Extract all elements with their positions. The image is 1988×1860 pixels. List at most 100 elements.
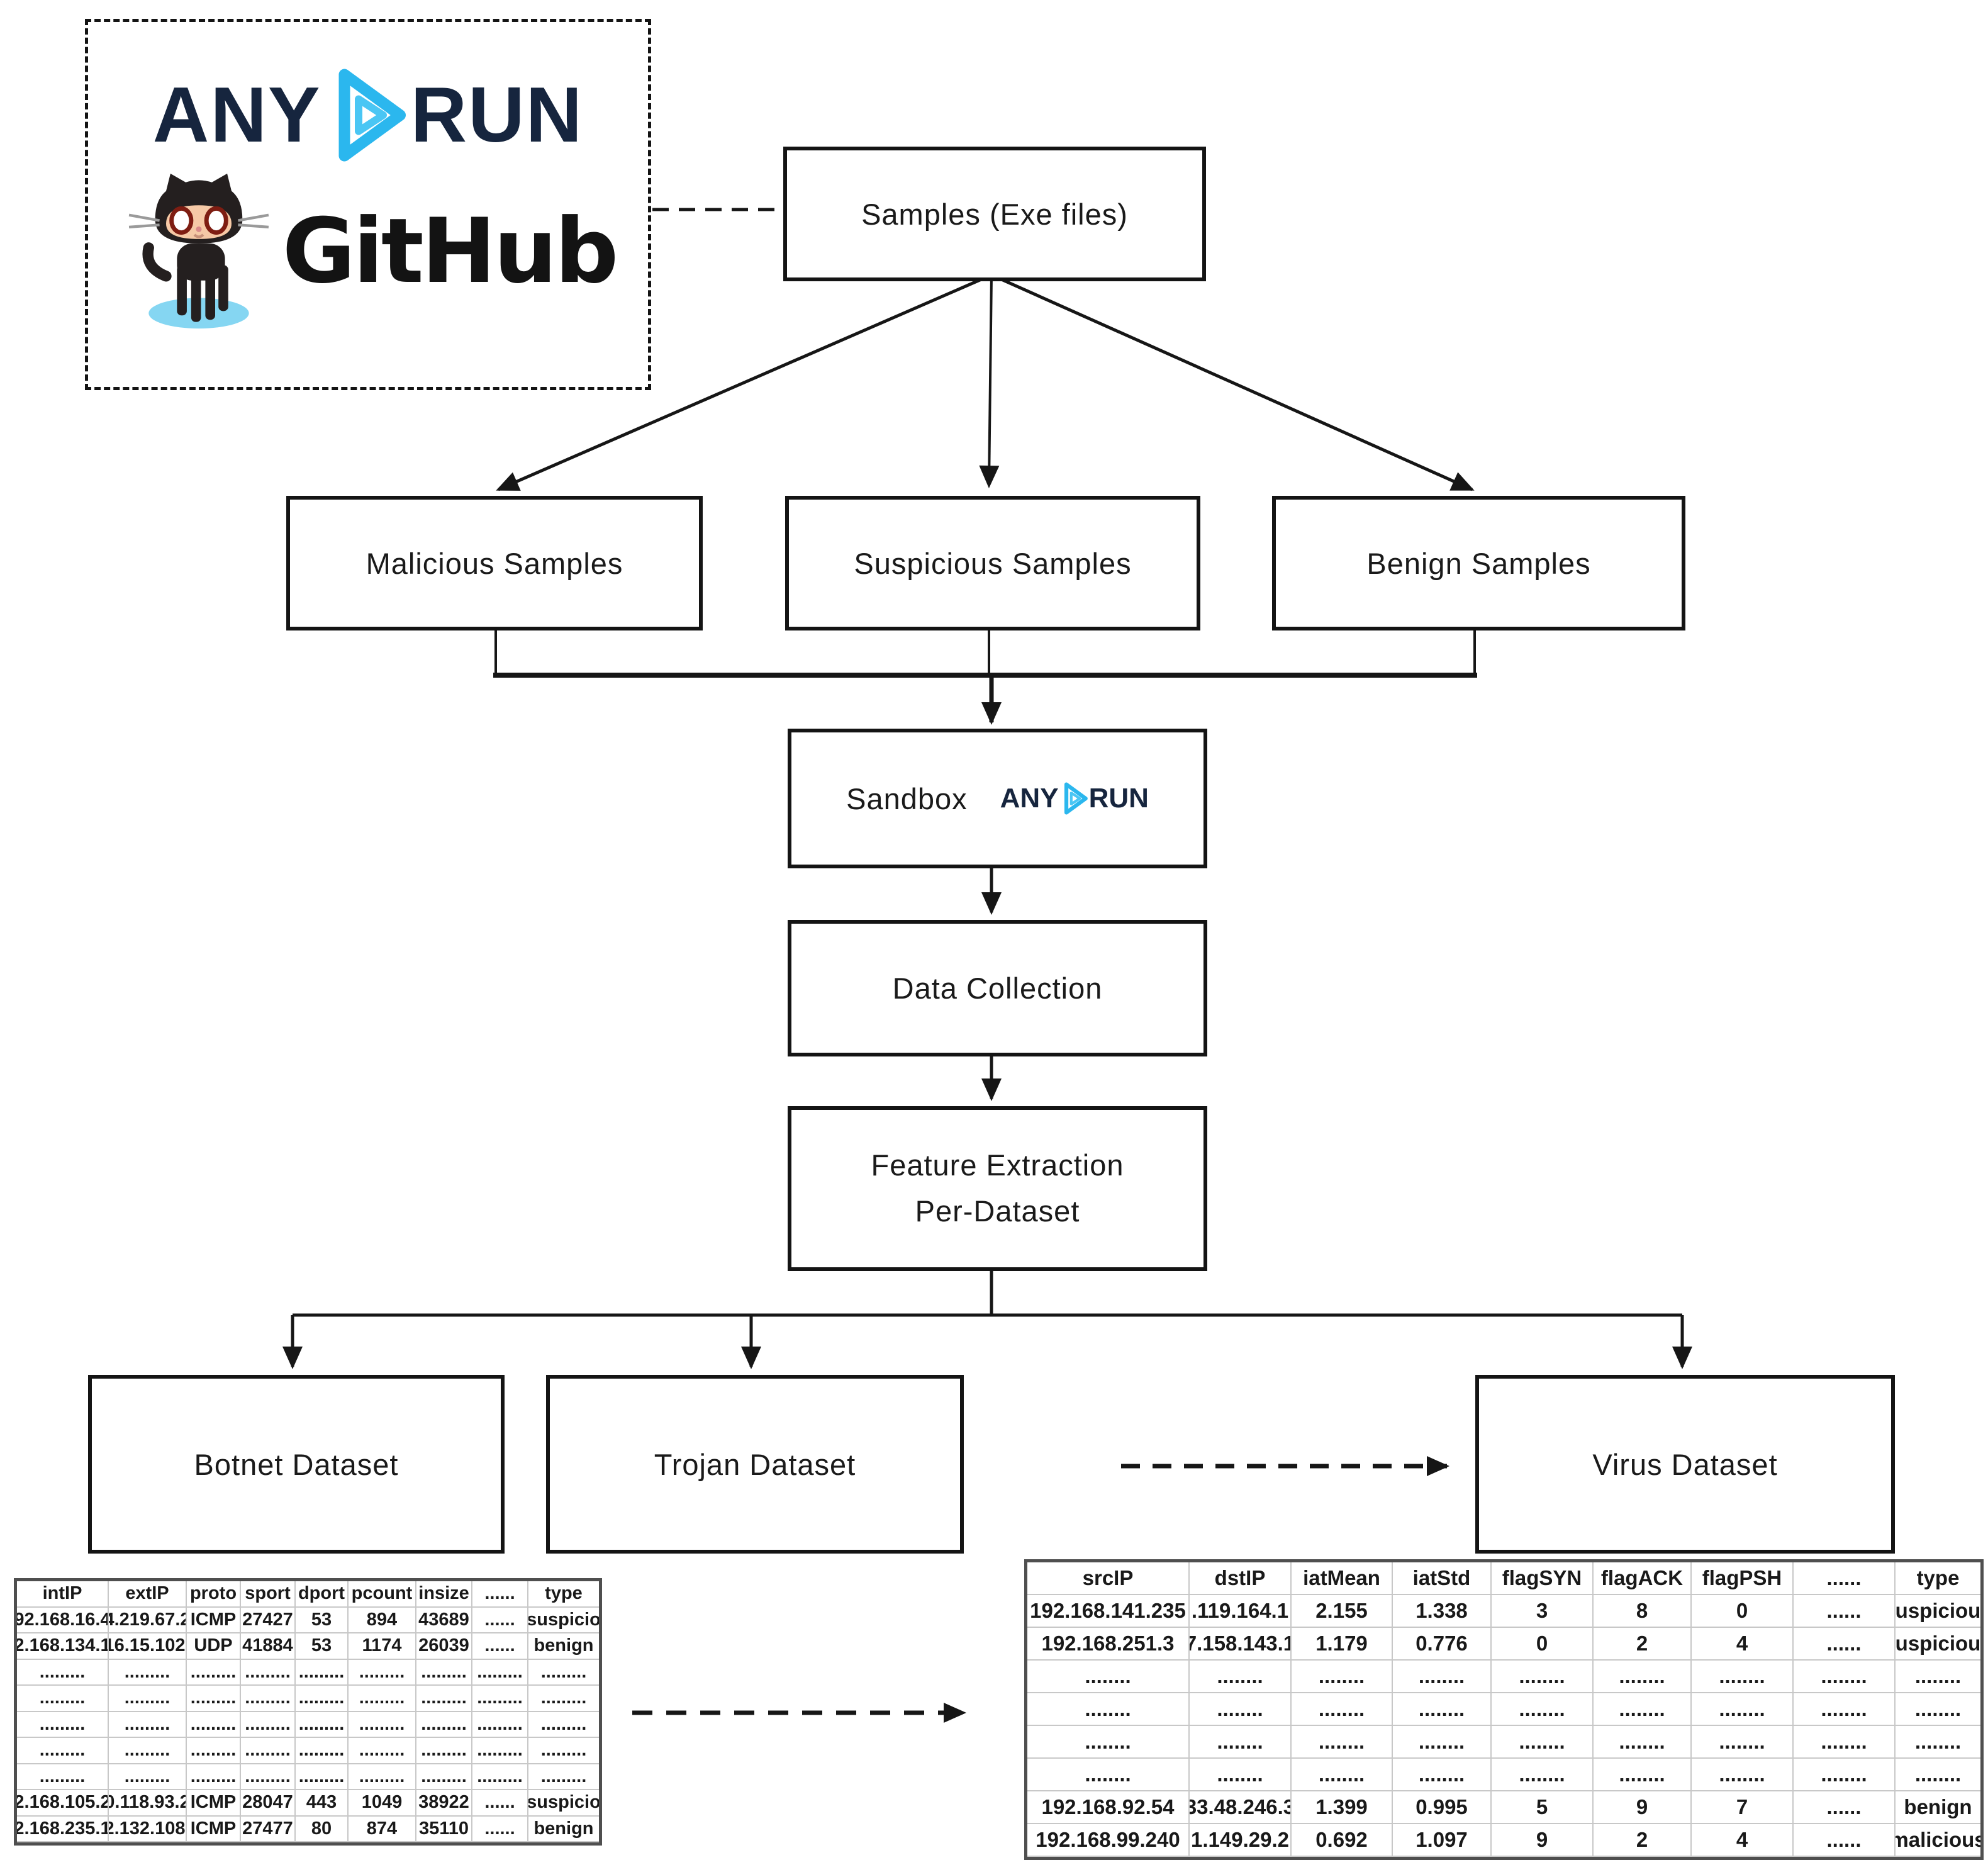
table-cell: ......... [472, 1659, 528, 1686]
table-cell: ...... [1794, 1595, 1896, 1628]
table-cell: 53 [296, 1633, 349, 1660]
table-cell: ......... [416, 1764, 472, 1790]
table-cell: 80 [296, 1816, 349, 1842]
table-cell: ........ [1692, 1661, 1794, 1693]
sandbox-anyrun-text-right: RUN [1088, 783, 1149, 814]
table-cell: ......... [241, 1659, 296, 1686]
node-malicious-label: Malicious Samples [366, 546, 623, 580]
node-sandbox: Sandbox ANY RUN [788, 729, 1207, 868]
table-cell: ......... [296, 1686, 349, 1712]
table-cell: ........ [1393, 1759, 1492, 1791]
node-feature-extraction-line2: Per-Dataset [915, 1194, 1080, 1228]
table-header-cell: dport [296, 1581, 349, 1608]
table-cell: 27427 [241, 1607, 296, 1633]
table-cell: 41884 [241, 1633, 296, 1660]
table-cell: ........ [1190, 1693, 1292, 1726]
table-header-cell: sport [241, 1581, 296, 1608]
table-cell: ......... [241, 1764, 296, 1790]
table-cell: ........ [1692, 1759, 1794, 1791]
table-cell: ......... [528, 1764, 599, 1790]
node-sandbox-label: Sandbox [846, 782, 968, 815]
table-cell: ......... [241, 1738, 296, 1764]
table-header-cell: ...... [1794, 1562, 1896, 1595]
table-cell: ........ [1594, 1693, 1692, 1726]
table-cell: ......... [416, 1712, 472, 1738]
table-cell: 1.097 [1393, 1824, 1492, 1857]
node-virus-dataset: Virus Dataset [1475, 1375, 1895, 1554]
table-cell: ......... [528, 1686, 599, 1712]
table-cell: ........ [1896, 1759, 1980, 1791]
table-cell: 0 [1492, 1628, 1594, 1661]
table-cell: ......... [416, 1659, 472, 1686]
table-cell: ........ [1292, 1693, 1393, 1726]
table-cell: ........ [1393, 1661, 1492, 1693]
table-cell: ........ [1794, 1726, 1896, 1759]
table-cell: 1174 [349, 1633, 416, 1660]
table-row: ........................................… [17, 1712, 599, 1738]
table-cell: 2.155 [1292, 1595, 1393, 1628]
node-botnet-dataset: Botnet Dataset [88, 1375, 505, 1554]
table-cell: 33.48.246.3 [1190, 1791, 1292, 1824]
edge-samples-to-benign [990, 273, 1475, 491]
table-cell: ......... [187, 1659, 241, 1686]
table-row: ........................................… [17, 1738, 599, 1764]
anyrun-logo: ANY RUN [153, 65, 583, 165]
table-cell: ......... [187, 1764, 241, 1790]
table-cell: ......... [416, 1738, 472, 1764]
table-cell: 5 [1492, 1791, 1594, 1824]
table-cell: ......... [472, 1686, 528, 1712]
node-trojan-label: Trojan Dataset [654, 1447, 856, 1481]
table-cell: ......... [109, 1712, 187, 1738]
table-cell: ...... [472, 1607, 528, 1633]
table-row: ........................................… [1027, 1693, 1980, 1726]
node-suspicious-label: Suspicious Samples [854, 546, 1132, 580]
table-cell: 0.995 [1393, 1791, 1492, 1824]
table-header-cell: ...... [472, 1581, 528, 1608]
table-cell: 0.692 [1292, 1824, 1393, 1857]
table-cell: ........ [1027, 1726, 1190, 1759]
table-cell: UDP [187, 1633, 241, 1660]
table-cell: ........ [1794, 1759, 1896, 1791]
node-virus-label: Virus Dataset [1592, 1447, 1778, 1481]
node-malicious-samples: Malicious Samples [286, 496, 703, 630]
table-cell: 2.168.105.2 [17, 1790, 109, 1817]
table-header-cell: insize [416, 1581, 472, 1608]
table-header-cell: iatMean [1292, 1562, 1393, 1595]
table-cell: 192.168.141.235 [1027, 1595, 1190, 1628]
table-cell: ......... [349, 1659, 416, 1686]
anyrun-play-icon [338, 69, 406, 162]
sample-sources-box: ANY RUN [85, 19, 651, 390]
table-row: ........................................… [1027, 1759, 1980, 1791]
table-cell: ...... [1794, 1791, 1896, 1824]
table-cell: 4 [1692, 1628, 1794, 1661]
table-cell: ........ [1393, 1726, 1492, 1759]
table-cell: ......... [187, 1686, 241, 1712]
table-cell: ICMP [187, 1816, 241, 1842]
table-cell: 1.399 [1292, 1791, 1393, 1824]
table-cell: 2 [1594, 1628, 1692, 1661]
table-cell: suspicious [1896, 1595, 1980, 1628]
table-cell: ........ [1190, 1726, 1292, 1759]
table-cell: ......... [472, 1712, 528, 1738]
table-cell: ...... [472, 1633, 528, 1660]
table-cell: ........ [1794, 1661, 1896, 1693]
table-cell: ........ [1292, 1661, 1393, 1693]
table-cell: 9 [1492, 1824, 1594, 1857]
table-cell: ........ [1027, 1759, 1190, 1791]
table-cell: 27477 [241, 1816, 296, 1842]
table-cell: 92.168.16.4 [17, 1607, 109, 1633]
edge-samples-to-malicious [496, 273, 992, 491]
table-row: ........................................… [17, 1659, 599, 1686]
table-cell: benign [528, 1817, 599, 1842]
table-cell: ......... [349, 1686, 416, 1712]
table-cell: 0.118.93.2 [109, 1790, 187, 1817]
table-cell: ......... [109, 1686, 187, 1712]
